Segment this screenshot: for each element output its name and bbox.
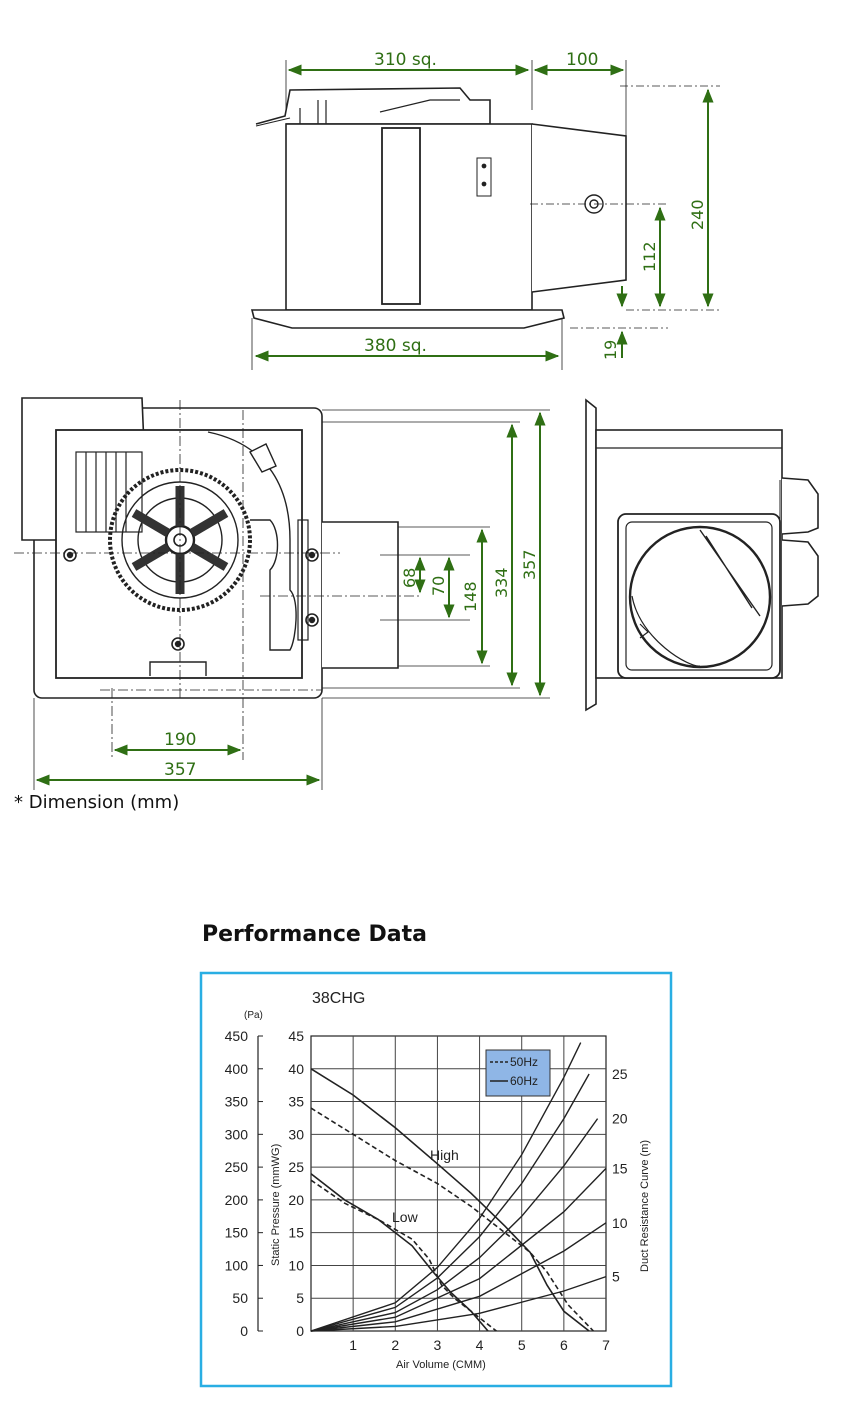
mmwg-tick-label: 30 <box>288 1126 304 1142</box>
dim-310-label: 310 sq. <box>374 50 437 70</box>
y-axis-label: Static Pressure (mmWG) <box>270 1144 282 1266</box>
plot-area <box>310 1035 607 1332</box>
mmwg-tick-label: 40 <box>288 1061 304 1077</box>
y2-tick-label: 20 <box>612 1111 628 1127</box>
mmwg-tick-label: 35 <box>288 1094 304 1110</box>
x-tick-label: 2 <box>391 1337 399 1353</box>
curve-low-50hz <box>310 1179 497 1332</box>
side-elevation-view <box>250 60 720 370</box>
mmwg-tick-label: 15 <box>288 1225 304 1241</box>
pa-tick-label: 50 <box>232 1290 248 1306</box>
pa-tick-label: 350 <box>225 1094 249 1110</box>
dim-334-label: 334 <box>492 567 511 598</box>
chart-title: 38CHG <box>312 990 365 1007</box>
dim-190-label: 190 <box>164 730 196 750</box>
dim-148-label: 148 <box>461 581 480 612</box>
dim-70-label: 70 <box>429 576 448 596</box>
mmwg-tick-label: 10 <box>288 1257 304 1273</box>
duct-curves <box>310 1042 607 1332</box>
duct-curve-25m <box>310 1073 590 1332</box>
side-elevation-dimensions <box>254 64 714 362</box>
pa-tick-label: 250 <box>225 1159 249 1175</box>
x-tick-label: 4 <box>476 1337 484 1353</box>
pa-tick-label: 300 <box>225 1126 249 1142</box>
mmwg-tick-label: 0 <box>296 1323 304 1339</box>
legend-60hz: 60Hz <box>510 1074 538 1088</box>
performance-chart: 38CHG (Pa) 0 50 100 150 200 250 300 350 400 450 0 5… <box>199 971 673 1388</box>
dimension-note: * Dimension (mm) <box>14 792 180 813</box>
y2-tick-label: 15 <box>612 1160 628 1176</box>
curve-high-60hz <box>310 1068 590 1332</box>
duct-curve-20m <box>310 1118 599 1332</box>
pa-unit-label: (Pa) <box>244 1010 263 1021</box>
y2-tick-label: 10 <box>612 1215 628 1231</box>
curve-low-60hz <box>310 1173 489 1332</box>
mmwg-tick-label: 45 <box>288 1028 304 1044</box>
pa-tick-label: 150 <box>225 1225 249 1241</box>
chart-ticks: 0501001502002503003504004500510152025303… <box>225 1028 628 1353</box>
curve-high-50hz <box>310 1107 594 1332</box>
mmwg-tick-label: 25 <box>288 1159 304 1175</box>
dim-100-label: 100 <box>566 50 598 70</box>
dim-380-label: 380 sq. <box>364 336 427 356</box>
y2-tick-label: 25 <box>612 1066 628 1082</box>
dim-240-label: 240 <box>688 199 707 230</box>
duct-curve-5m <box>310 1275 607 1332</box>
chart-axes <box>257 1035 263 1332</box>
mmwg-tick-label: 5 <box>296 1290 304 1306</box>
mmwg-tick-label: 20 <box>288 1192 304 1208</box>
x-tick-label: 6 <box>560 1337 568 1353</box>
duct-curve-10m <box>310 1222 607 1332</box>
x-tick-label: 3 <box>434 1337 442 1353</box>
dim-68-label: 68 <box>400 568 419 588</box>
pa-tick-label: 200 <box>225 1192 249 1208</box>
pa-tick-label: 400 <box>225 1061 249 1077</box>
chart-grid <box>310 1035 607 1332</box>
duct-curve-15m <box>310 1167 607 1332</box>
dim-19-label: 19 <box>601 340 620 360</box>
performance-title: Performance Data <box>202 922 427 947</box>
x-tick-label: 5 <box>518 1337 526 1353</box>
pa-tick-label: 100 <box>225 1257 249 1273</box>
x-axis-label: Air Volume (CMM) <box>396 1359 486 1371</box>
chart-legend: 50Hz 60Hz <box>485 1049 551 1097</box>
front-view <box>585 398 819 712</box>
annotation-low: Low <box>392 1209 419 1225</box>
dim-357-vertical-label: 357 <box>520 549 539 580</box>
legend-50hz: 50Hz <box>510 1055 538 1069</box>
y2-tick-label: 5 <box>612 1269 620 1285</box>
x-tick-label: 7 <box>602 1337 610 1353</box>
pa-tick-label: 0 <box>240 1323 248 1339</box>
plan-view-dimensions <box>35 411 546 786</box>
chart-series <box>310 1068 594 1332</box>
annotation-high: High <box>430 1147 459 1163</box>
duct-curve-30m <box>310 1042 582 1332</box>
pa-tick-label: 450 <box>225 1028 249 1044</box>
dim-112-label: 112 <box>640 241 659 272</box>
plan-view <box>14 397 550 790</box>
dim-357-horizontal-label: 357 <box>164 760 196 780</box>
x-tick-label: 1 <box>349 1337 357 1353</box>
y2-axis-label: Duct Resistance Curve (m) <box>639 1140 651 1272</box>
